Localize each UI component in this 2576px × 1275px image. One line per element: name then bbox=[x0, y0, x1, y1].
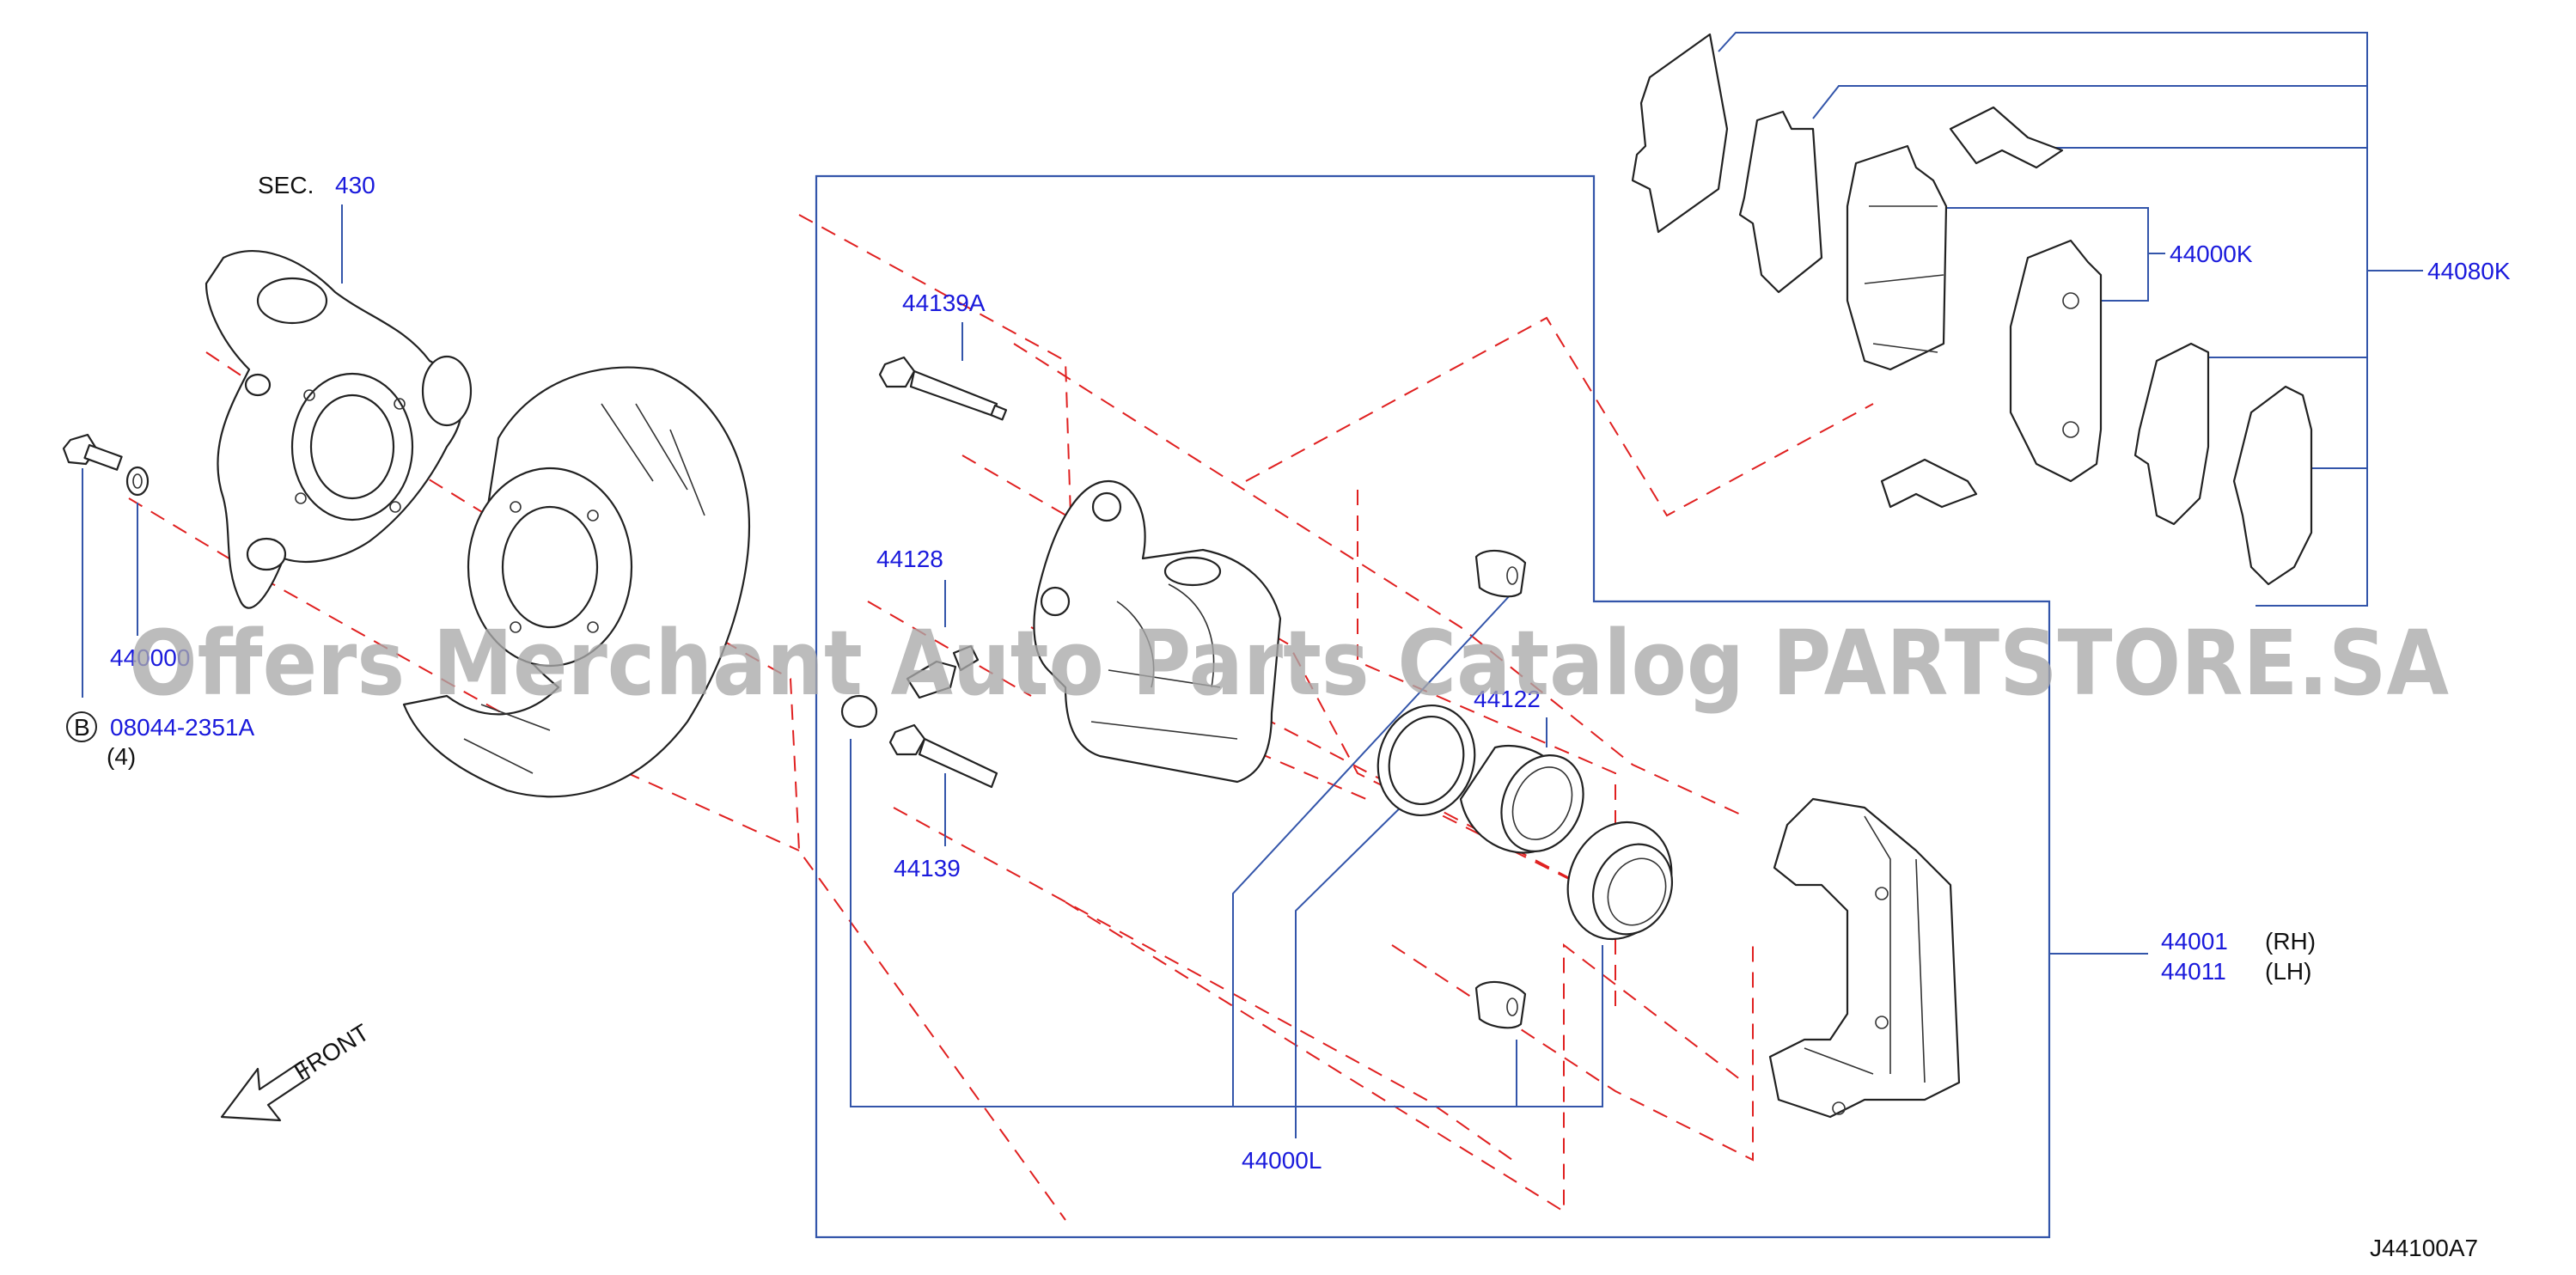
shim-outer-1[interactable] bbox=[1631, 33, 1729, 234]
shim-inner-1[interactable] bbox=[2133, 342, 2210, 526]
bolt-qty-label: (4) bbox=[107, 743, 136, 770]
pad-clip-lower[interactable] bbox=[1880, 458, 1978, 509]
pad-clip-upper[interactable] bbox=[1949, 106, 2064, 169]
part-label-44000k[interactable]: 44000K bbox=[2170, 241, 2253, 267]
guide-pin-44139a[interactable] bbox=[878, 356, 1008, 421]
sec-prefix-label: SEC. bbox=[258, 172, 314, 198]
side-label-lh: (LH) bbox=[2265, 958, 2311, 985]
part-label-44000l[interactable]: 44000L bbox=[1242, 1147, 1322, 1174]
bleeder-44128[interactable] bbox=[840, 644, 980, 729]
backing-plate[interactable] bbox=[402, 366, 751, 798]
watermark-text: Offers Merchant Auto Parts Catalog PARTS… bbox=[129, 611, 2449, 716]
front-label: FRONT bbox=[290, 1019, 374, 1085]
part-label-44139a[interactable]: 44139A bbox=[902, 290, 986, 316]
pad-outer[interactable] bbox=[1846, 144, 1948, 371]
caliper-body[interactable] bbox=[1033, 479, 1282, 784]
part-label-44122[interactable]: 44122 bbox=[1474, 686, 1541, 712]
shim-outer-2[interactable] bbox=[1738, 110, 1823, 294]
part-label-44011[interactable]: 44011 bbox=[2161, 958, 2226, 985]
side-label-rh: (RH) bbox=[2265, 928, 2316, 955]
part-label-44080k[interactable]: 44080K bbox=[2427, 258, 2511, 284]
steering-knuckle[interactable] bbox=[204, 250, 473, 609]
shim-inner-2[interactable] bbox=[2232, 385, 2313, 586]
part-label-08044-2351a[interactable]: 08044-2351A bbox=[110, 714, 254, 741]
boot-44122-lower[interactable] bbox=[1474, 980, 1527, 1029]
guide-pin-44139[interactable] bbox=[888, 723, 998, 789]
caliper-bracket[interactable] bbox=[1768, 797, 1961, 1119]
piston[interactable] bbox=[1459, 741, 1598, 864]
part-label-44139[interactable]: 44139 bbox=[894, 855, 961, 882]
piston-seal[interactable] bbox=[1363, 692, 1490, 829]
bolt-badge-label: B bbox=[74, 714, 90, 741]
bolt-callout[interactable]: B 08044-2351A (4) bbox=[66, 711, 254, 770]
part-label-44001[interactable]: 44001 bbox=[2161, 928, 2228, 955]
diagram-code: J44100A7 bbox=[2370, 1235, 2478, 1261]
part-label-440000[interactable]: 440000 bbox=[110, 644, 190, 671]
boot-44122-upper[interactable] bbox=[1474, 549, 1527, 598]
pad-inner[interactable] bbox=[2009, 239, 2103, 483]
piston-boot[interactable] bbox=[1549, 805, 1690, 956]
group-boxes bbox=[82, 32, 2423, 1239]
bolt-08044[interactable] bbox=[62, 433, 150, 497]
front-arrow-icon bbox=[220, 1060, 311, 1122]
part-label-44128[interactable]: 44128 bbox=[876, 546, 943, 572]
sec-number-label[interactable]: 430 bbox=[335, 172, 375, 198]
